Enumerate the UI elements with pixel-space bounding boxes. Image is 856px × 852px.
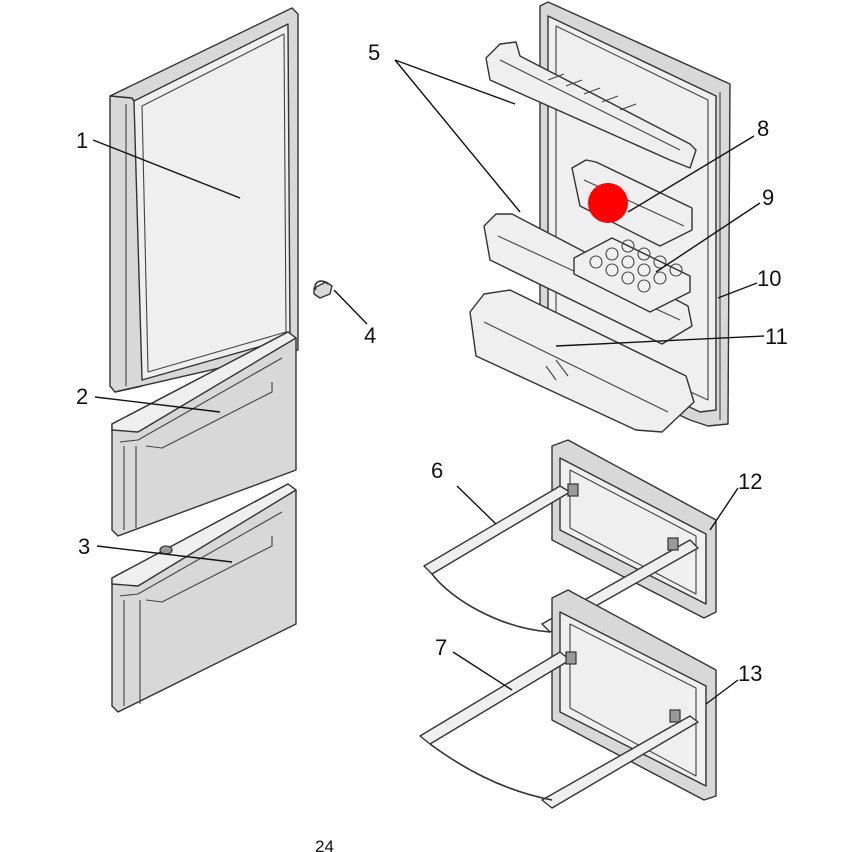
fridge-door	[109, 7, 299, 393]
callout-12: 12	[738, 469, 762, 494]
hinge-pin	[313, 280, 333, 299]
crisper-cover-lower	[419, 589, 717, 809]
callout-2: 2	[76, 384, 88, 409]
callout-4: 4	[364, 323, 376, 348]
callout-9: 9	[762, 185, 774, 210]
page-number: 24	[315, 837, 334, 852]
drawer-front-upper	[111, 331, 297, 537]
callout-1: 1	[76, 128, 88, 153]
inner-door-assembly	[469, 1, 731, 433]
callout-13: 13	[738, 661, 762, 686]
drawer-front-lower	[111, 483, 297, 713]
callout-8: 8	[757, 116, 769, 141]
callout-labels: 1 2 3 4 5 6 7 8 9 10 11 12 13	[76, 40, 788, 686]
callout-7: 7	[435, 635, 447, 660]
callout-5: 5	[368, 40, 380, 65]
callout-11: 11	[765, 324, 788, 349]
callout-6: 6	[431, 458, 443, 483]
red-marker-dot	[588, 183, 628, 223]
leader-lines	[92, 59, 765, 705]
callout-3: 3	[78, 534, 90, 559]
callout-10: 10	[757, 266, 781, 291]
